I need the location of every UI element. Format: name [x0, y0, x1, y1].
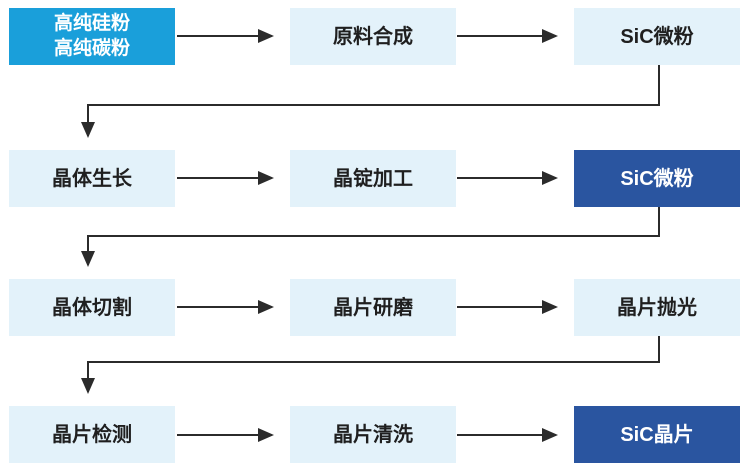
node-wafer-grinding: 晶片研磨 — [290, 279, 456, 336]
node-sic-powder-1: SiC微粉 — [574, 8, 740, 65]
node-sic-wafer: SiC晶片 — [574, 406, 740, 463]
node-ingot-processing: 晶锭加工 — [290, 150, 456, 207]
node-crystal-growth: 晶体生长 — [9, 150, 175, 207]
node-synthesis: 原料合成 — [290, 8, 456, 65]
node-crystal-cutting: 晶体切割 — [9, 279, 175, 336]
node-wafer-cleaning: 晶片清洗 — [290, 406, 456, 463]
node-wafer-inspection: 晶片检测 — [9, 406, 175, 463]
node-wafer-polishing: 晶片抛光 — [574, 279, 740, 336]
arrow-powder2-to-cutting — [81, 207, 660, 267]
node-sic-powder-2: SiC微粉 — [574, 150, 740, 207]
arrow-powder1-to-growth — [81, 65, 660, 138]
arrow-polishing-to-inspection — [81, 336, 660, 394]
node-raw-materials: 高纯硅粉 高纯碳粉 — [9, 8, 175, 65]
